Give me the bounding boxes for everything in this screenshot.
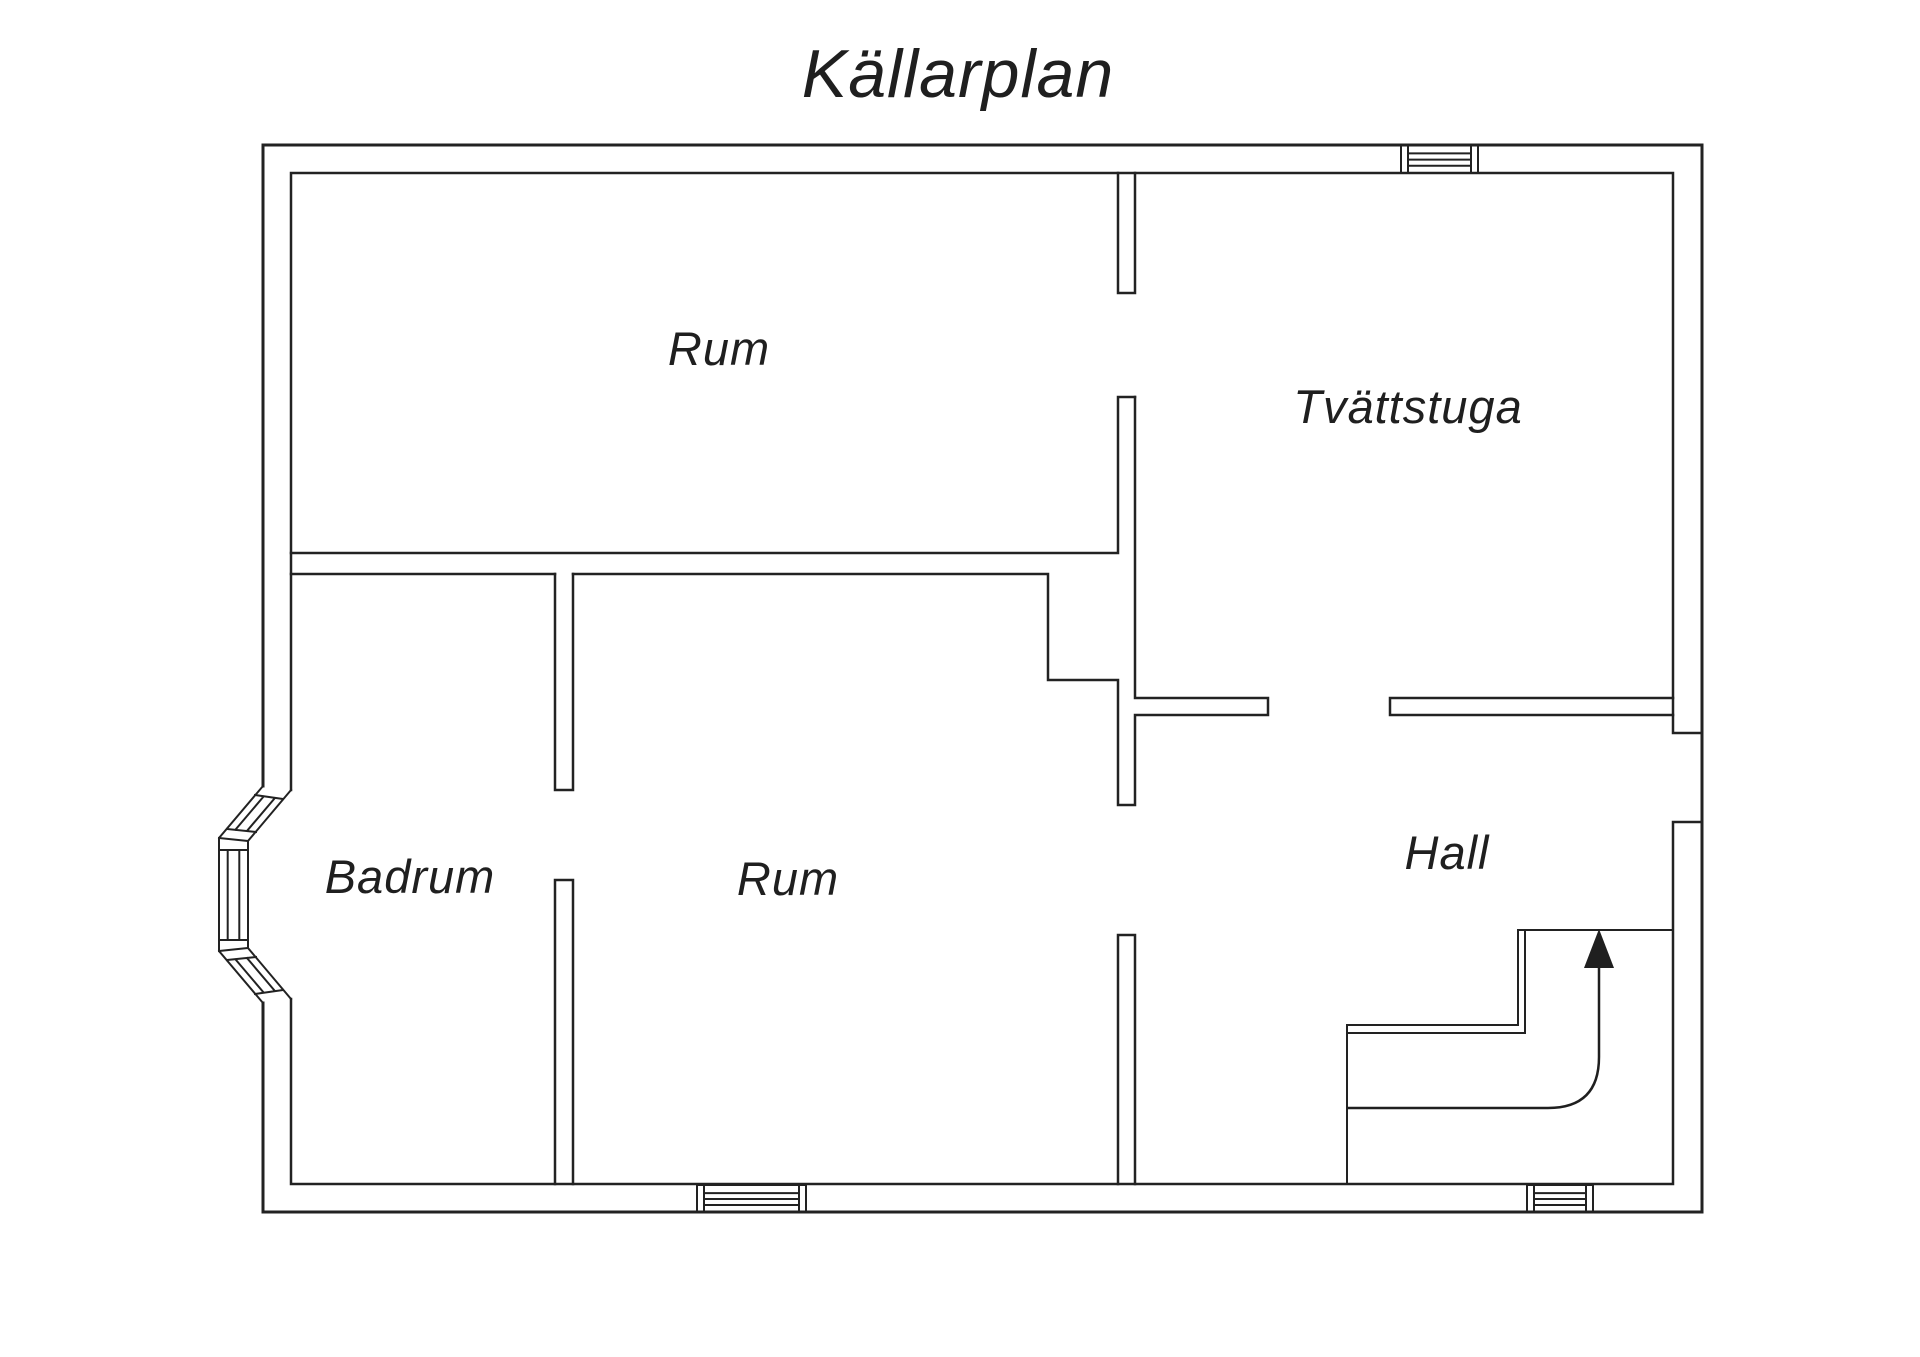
bay-outline-inner <box>247 788 293 1001</box>
wall-rum-hall <box>1116 933 1137 1186</box>
windows <box>217 144 1594 1213</box>
bay-window-icon <box>217 784 293 1005</box>
room-label-hall: Hall <box>1405 826 1491 879</box>
staircase <box>1346 929 1674 1185</box>
stair-direction-path <box>1347 966 1601 1110</box>
wall-central-complex <box>571 395 1270 807</box>
window-icon <box>1526 1184 1594 1213</box>
room-label-badrum: Badrum <box>325 850 496 903</box>
window-icon <box>1400 144 1479 174</box>
wall-badrum-rum-upper <box>553 572 575 792</box>
wall-rum-band-top <box>289 395 1137 555</box>
wall-badrum-rum-lower <box>553 878 575 1186</box>
bay-glass-center <box>218 849 249 941</box>
labels: Källarplan Rum Tvättstuga Badrum Rum Hal… <box>325 36 1522 905</box>
outer-wall <box>261 143 1704 1214</box>
window-icon <box>696 1184 807 1213</box>
room-label-rum-upper: Rum <box>668 322 770 375</box>
bay-outline-outer <box>218 784 265 1005</box>
stairs-up-arrow-icon <box>1584 929 1614 968</box>
bay-glass-upper <box>225 793 285 834</box>
bay-joints <box>217 836 250 953</box>
outer-wall-inner-top-right <box>289 171 1704 792</box>
wall-rum-tvattstuga-upper <box>1116 171 1137 295</box>
interior-walls <box>289 171 1675 1186</box>
room-label-tvattstuga: Tvättstuga <box>1293 380 1522 433</box>
wall-tvattstuga-hall <box>1388 696 1675 717</box>
stair-partition-inner <box>1346 929 1519 1026</box>
page-title: Källarplan <box>802 36 1114 112</box>
stair-partition-outer <box>1346 929 1526 1034</box>
outer-wall-inner-bottom-left <box>289 820 1704 1186</box>
bay-glass-lower <box>225 955 285 996</box>
outer-wall-outline <box>261 143 1704 1214</box>
room-label-rum-lower: Rum <box>737 852 839 905</box>
